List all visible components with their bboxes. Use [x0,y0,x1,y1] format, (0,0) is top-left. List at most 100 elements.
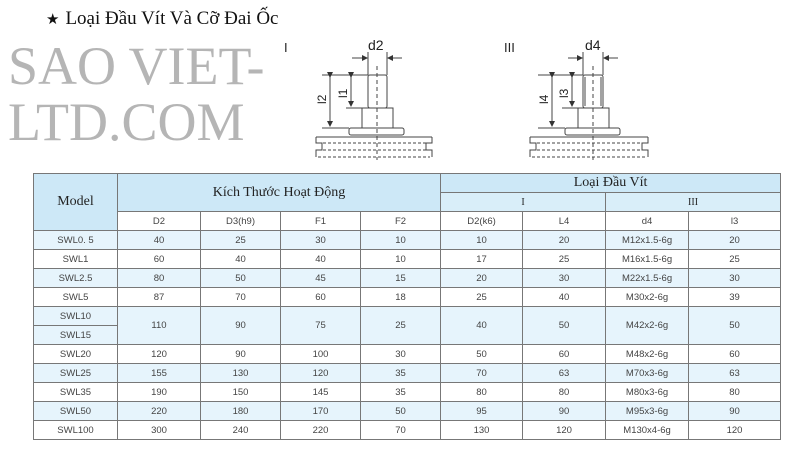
model-cell: SWL1 [33,249,118,269]
value-cell: 80 [522,382,607,402]
model-cell: SWL5 [33,287,118,307]
value-cell: 25 [359,306,442,345]
column-header: d4 [605,211,690,231]
value-cell: 30 [359,344,442,364]
value-cell: 120 [117,344,201,364]
column-header: F2 [359,211,442,231]
page-title: ★Loại Đầu Vít Và Cỡ Đai Ốc [46,8,278,30]
value-cell: 60 [280,287,361,307]
value-cell: 63 [688,363,782,383]
dim-label: d4 [585,37,601,53]
dim-label: l3 [557,88,571,98]
column-header: l3 [688,211,782,231]
value-cell: M70x3-6g [605,363,690,383]
group-header-dimensions: Kích Thước Hoạt Động [116,173,442,212]
value-cell: 170 [280,401,361,421]
value-cell: M42x2-6g [605,306,690,345]
value-cell: 30 [688,268,782,288]
model-header: Model [33,173,118,231]
value-cell: 35 [359,363,442,383]
value-cell: 90 [522,401,607,421]
value-cell: 40 [280,249,361,269]
value-cell: 220 [280,420,361,440]
model-cell: SWL15 [33,325,118,345]
value-cell: 50 [440,344,524,364]
value-cell: 25 [522,249,607,269]
value-cell: 17 [440,249,524,269]
dim-label: d2 [368,37,384,53]
value-cell: 90 [200,344,281,364]
value-cell: 40 [522,287,607,307]
value-cell: M80x3-6g [605,382,690,402]
value-cell: 220 [117,401,201,421]
value-cell: 80 [440,382,524,402]
value-cell: 95 [440,401,524,421]
dim-label: l1 [336,88,350,98]
diagram-type-iii: III d4 l4 l3 [504,37,649,160]
value-cell: 10 [440,230,524,250]
value-cell: 70 [440,363,524,383]
value-cell: 110 [117,306,201,345]
value-cell: 10 [359,230,442,250]
value-cell: 30 [522,268,607,288]
value-cell: 25 [200,230,281,250]
value-cell: 240 [200,420,281,440]
model-cell: SWL100 [33,420,118,440]
column-header: L4 [522,211,607,231]
value-cell: 300 [117,420,201,440]
value-cell: 10 [359,249,442,269]
value-cell: 50 [359,401,442,421]
value-cell: 45 [280,268,361,288]
model-cell: SWL0. 5 [33,230,118,250]
value-cell: 60 [522,344,607,364]
value-cell: 87 [117,287,201,307]
value-cell: 120 [688,420,782,440]
model-cell: SWL10 [33,306,118,326]
model-cell: SWL2.5 [33,268,118,288]
type-iii-header: III [605,192,782,212]
screw-head-diagrams: I d2 l2 l1 III d4 l4 l3 [284,37,649,160]
value-cell: 50 [688,306,782,345]
value-cell: 155 [117,363,201,383]
value-cell: 90 [688,401,782,421]
value-cell: 40 [117,230,201,250]
specs-table: Model Kích Thước Hoạt Động Loại Đầu Vít … [33,173,782,440]
value-cell: 63 [522,363,607,383]
value-cell: 40 [200,249,281,269]
model-cell: SWL35 [33,382,118,402]
value-cell: 150 [200,382,281,402]
model-cell: SWL50 [33,401,118,421]
diagram-label: I [284,40,288,55]
column-header: D2 [117,211,201,231]
value-cell: 15 [359,268,442,288]
value-cell: 190 [117,382,201,402]
value-cell: 39 [688,287,782,307]
value-cell: 30 [280,230,361,250]
value-cell: 75 [280,306,361,345]
value-cell: 18 [359,287,442,307]
model-cell: SWL20 [33,344,118,364]
value-cell: 120 [522,420,607,440]
value-cell: M48x2-6g [605,344,690,364]
value-cell: 20 [522,230,607,250]
type-i-header: I [440,192,607,212]
dim-label: l4 [537,94,551,104]
column-header: D2(k6) [440,211,524,231]
value-cell: 145 [280,382,361,402]
value-cell: 35 [359,382,442,402]
value-cell: M16x1.5-6g [605,249,690,269]
value-cell: 50 [200,268,281,288]
value-cell: 20 [688,230,782,250]
value-cell: M130x4-6g [605,420,690,440]
value-cell: 25 [688,249,782,269]
column-header: F1 [280,211,361,231]
value-cell: 100 [280,344,361,364]
model-cell: SWL25 [33,363,118,383]
